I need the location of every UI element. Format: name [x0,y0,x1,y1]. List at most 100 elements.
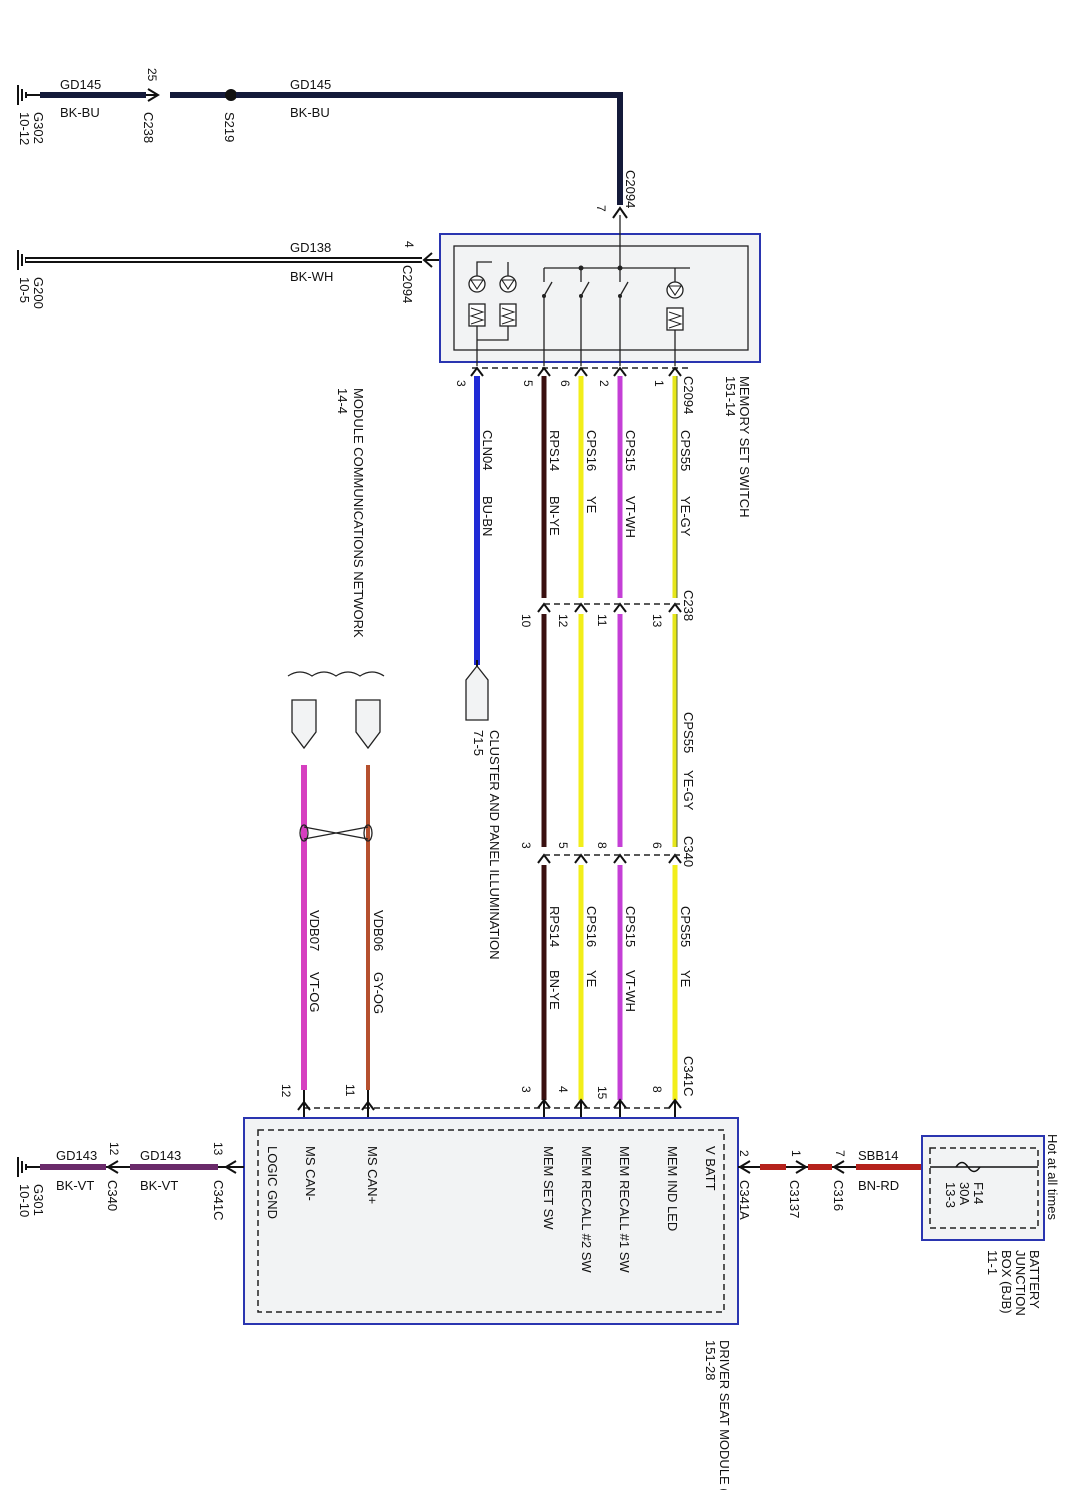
c340-pin-2: 8 [595,842,609,849]
led-icon-2 [499,275,517,327]
bk-vt-label-a: BK-VT [56,1178,94,1193]
bk-vt-label-b: BK-VT [140,1178,178,1193]
c2094-pin-2: 2 [597,380,611,387]
fuse-icon [955,1161,981,1173]
c340-arrow-1 [574,853,588,864]
c341c-pin-2: 3 [519,1086,533,1093]
memory-switch-ref: 151-14 [723,376,738,416]
g301-ref: 10-10 [17,1184,32,1217]
bk-wh-label: BK-WH [290,269,333,284]
gd143-label-b: GD143 [140,1148,181,1163]
g200-id: G200 [31,277,46,309]
c340-pin12: 12 [107,1142,121,1156]
c340-id: C340 [681,836,696,867]
network-ref: 14-4 [335,388,350,414]
switch-icon-recall1 [617,265,629,366]
upper-color-rps14: BN-YE [547,496,562,536]
c238-pin-3: 13 [650,614,664,628]
c341c-top-id: C341C [681,1056,696,1096]
lower-color-3: YE [678,970,693,988]
driver-seat-module-box [243,1117,739,1325]
memory-switch-name: MEMORY SET SWITCH [737,376,752,518]
g302-id: G302 [31,112,46,144]
g302-labels: G302 10-12 [17,112,46,145]
bjb-name-1: BATTERY [1027,1250,1042,1309]
c2094-pin-arrow-5 [537,366,551,377]
lower-circuit-2: CPS15 [623,906,638,947]
vdb06-color: GY-OG [371,972,386,1014]
ground-g200 [17,250,27,270]
c341a-arrow [738,1160,751,1174]
c341c-pin-5: 8 [650,1086,664,1093]
upper-circuit-rps14: RPS14 [547,430,562,471]
c3137-id: C3137 [787,1180,802,1218]
upper-circuit-cps15: CPS15 [623,430,638,471]
c341c-pin-3: 4 [556,1086,570,1093]
vdb07-color: VT-OG [307,972,322,1012]
c340-pin-1: 5 [556,842,570,849]
bk-bu-label-a: BK-BU [60,105,100,120]
cps55-mid-color: YE-GY [681,770,696,811]
c341c-pin11: 11 [343,1084,357,1097]
bjb-hot-label: Hot at all times [1045,1134,1060,1220]
c340-pin-3: 6 [650,842,664,849]
c238-pin25: 25 [145,68,159,82]
dsm-pin-6: MEM IND LED [665,1146,680,1231]
c2094-pin-6: 6 [558,380,572,387]
c2094-pin4: 4 [402,241,416,248]
connector-c238-arrow [146,88,160,102]
gd145-label-b: GD145 [290,77,331,92]
switch-icon-set [542,268,553,366]
bjb-inner [929,1147,1039,1229]
vdb06-circuit: VDB06 [371,910,386,951]
c2094-top-id: C2094 [623,170,638,208]
ground-g302 [17,85,40,105]
c2094-left-id: C2094 [400,265,415,303]
lower-circuit-1: CPS16 [584,906,599,947]
memory-set-switch-box [439,233,761,363]
battery-junction-box [921,1135,1045,1241]
c238-pin-1: 12 [556,614,570,628]
bn-rd-label: BN-RD [858,1178,899,1193]
fuse-ref: 13-3 [943,1182,958,1208]
c316-id: C316 [831,1180,846,1211]
lower-color-1: YE [584,970,599,988]
c2094-pin-3: 3 [454,380,468,387]
network-brace [287,671,385,677]
lower-color-0: BN-YE [547,970,562,1010]
c238-arrow-2 [613,602,627,613]
c341a-pin: 2 [737,1150,751,1157]
g301-id: G301 [31,1184,46,1216]
bjb-name-3: BOX (BJB) [999,1250,1014,1314]
c340-arrow-3 [668,853,682,864]
lower-circuit-3: CPS55 [678,906,693,947]
c340-arrow-2 [613,853,627,864]
dsm-pin-4: MEM RECALL #2 SW [579,1146,594,1273]
cps55-mid-circuit: CPS55 [681,712,696,753]
c2094-pin-5: 5 [521,380,535,387]
dsm-pin-7: V BATT [703,1146,718,1191]
gd143-label-a: GD143 [56,1148,97,1163]
c238-pin-2: 11 [595,614,609,627]
upper-circuit-cps16: CPS16 [584,430,599,471]
gd145-label-a: GD145 [60,77,101,92]
c340-arrow-0 [537,853,551,864]
dsm-name: DRIVER SEAT MODULE (DSM) [717,1340,732,1490]
c238-top-id: C238 [141,112,156,143]
c2094-pin-arrow-6 [574,366,588,377]
c341c-pin13: 13 [211,1142,225,1156]
c238-arrow-1 [574,602,588,613]
c2094-bottom-id: C2094 [681,376,696,414]
memory-set-switch-inner [453,245,749,351]
splice-s219 [225,89,237,101]
dsm-pin-0: LOGIC GND [265,1146,280,1219]
dsm-pin-1: MS CAN- [303,1146,318,1201]
lower-circuit-0: RPS14 [547,906,562,947]
fuse-amps: 30A [957,1182,972,1205]
upper-color-cps15: VT-WH [623,496,638,538]
c238-arrow-3 [668,602,682,613]
c2094-pin-arrow-3 [470,366,484,377]
sbb14-label: SBB14 [858,1148,898,1163]
bk-bu-label-b: BK-BU [290,105,330,120]
c238-mid-id: C238 [681,590,696,621]
